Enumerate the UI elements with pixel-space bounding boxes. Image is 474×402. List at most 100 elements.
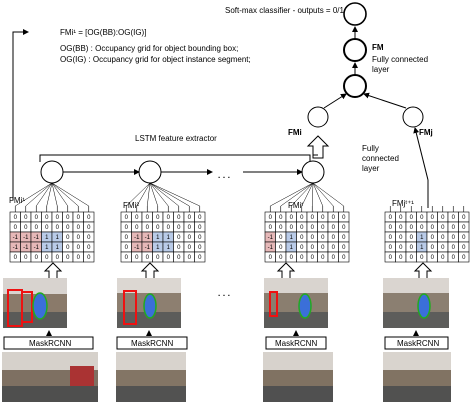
grid-cell-value: 0 bbox=[399, 215, 403, 221]
grid-cell-value: 0 bbox=[431, 235, 435, 241]
grid-cell-value: 0 bbox=[389, 245, 393, 251]
grid-cell-value: 0 bbox=[188, 245, 192, 251]
formula-text: FMi¹ = [OG(BB):OG(IG)] bbox=[60, 28, 146, 37]
grid-cell-value: 0 bbox=[77, 225, 81, 231]
grid-cell-value: 0 bbox=[198, 215, 202, 221]
fm-i-label: FMi bbox=[288, 128, 302, 137]
grid-cell-value: 0 bbox=[167, 215, 171, 221]
grid-cell-value: 0 bbox=[389, 235, 393, 241]
grid-cell-value: 0 bbox=[332, 245, 336, 251]
grid-cell-value: 0 bbox=[24, 225, 28, 231]
segmented-photo-2 bbox=[117, 278, 181, 328]
grid-cell-value: 0 bbox=[66, 215, 70, 221]
grid-cell-value: 0 bbox=[452, 235, 456, 241]
softmax-node bbox=[343, 2, 367, 26]
hollow-arrow-up bbox=[306, 135, 330, 159]
grid-cell bbox=[458, 251, 470, 263]
grid-to-node-edge bbox=[280, 182, 314, 207]
grid-cell-value: 0 bbox=[167, 255, 171, 261]
grid-cell-value: 0 bbox=[279, 225, 283, 231]
grid-cell-value: 0 bbox=[77, 245, 81, 251]
grid-cell-value: 0 bbox=[420, 225, 424, 231]
fc-right-label-2: connected bbox=[362, 154, 399, 163]
grid-cell-value: 0 bbox=[14, 215, 18, 221]
grid-cell-value: 0 bbox=[177, 225, 181, 231]
grid-cell-value: -1 bbox=[145, 245, 151, 251]
edge-fmi-fc bbox=[323, 93, 347, 109]
maskrcnn-label-3: MaskRCNN bbox=[275, 339, 317, 348]
grid-cell-value: 0 bbox=[441, 225, 445, 231]
grid-cell-value: 0 bbox=[441, 215, 445, 221]
maskrcnn-label-2: MaskRCNN bbox=[131, 339, 173, 348]
grid-cell-value: 0 bbox=[279, 215, 283, 221]
grid-cell-value: 0 bbox=[35, 255, 39, 261]
edge-right-fc-up bbox=[413, 127, 429, 181]
grid-to-node-edge bbox=[149, 182, 169, 207]
grid-cell-value: 0 bbox=[188, 215, 192, 221]
grid-cell-value: 0 bbox=[269, 225, 273, 231]
grid-cell-value: 0 bbox=[420, 215, 424, 221]
grid-cell-value: 0 bbox=[156, 255, 160, 261]
grid-cell-value: 0 bbox=[431, 255, 435, 261]
grid-cell-value: 0 bbox=[441, 235, 445, 241]
maskrcnn-label-4: MaskRCNN bbox=[397, 339, 439, 348]
grid-cell-value: 0 bbox=[332, 255, 336, 261]
grid-cell-value: 0 bbox=[300, 235, 304, 241]
grid-cell-value: 0 bbox=[431, 215, 435, 221]
grid-cell-value: 0 bbox=[146, 225, 150, 231]
edge-fmj-fc bbox=[363, 92, 407, 109]
grid-cell-value: -1 bbox=[134, 235, 140, 241]
grid-cell-value: 0 bbox=[342, 255, 346, 261]
grid-cell-value: 0 bbox=[342, 245, 346, 251]
grid-cell-value: 0 bbox=[311, 225, 315, 231]
grid-cell-value: 1 bbox=[56, 245, 60, 251]
grid-cell-value: 0 bbox=[441, 255, 445, 261]
grid-cell-value: 0 bbox=[410, 255, 414, 261]
grid-cell-value: 0 bbox=[321, 235, 325, 241]
grid-cell bbox=[194, 251, 206, 263]
grid-to-node-edge bbox=[291, 182, 314, 207]
grid-to-node-edge bbox=[51, 182, 89, 207]
og-ig-text: OG(IG) : Occupancy grid for object insta… bbox=[60, 55, 251, 64]
grid-cell-value: 0 bbox=[311, 215, 315, 221]
grid-to-node-edge bbox=[15, 182, 53, 207]
grid-cell-value: -1 bbox=[34, 235, 40, 241]
grid-cell-value: 0 bbox=[420, 255, 424, 261]
grid-cell-value: 0 bbox=[462, 225, 466, 231]
grid-cell-value: 0 bbox=[87, 245, 91, 251]
grid-cell-value: 0 bbox=[452, 215, 456, 221]
grid-cell-value: 1 bbox=[56, 235, 60, 241]
grid-cell-value: 0 bbox=[342, 225, 346, 231]
grid-cell-value: 0 bbox=[399, 235, 403, 241]
segmented-photo-3 bbox=[264, 278, 328, 328]
grid-cell-value: 0 bbox=[462, 245, 466, 251]
grid-to-node-edge bbox=[149, 182, 179, 207]
grid-cell-value: 0 bbox=[389, 225, 393, 231]
grid-cell-value: 0 bbox=[431, 245, 435, 251]
grid-cell-value: 0 bbox=[87, 225, 91, 231]
grid-cell-value: 0 bbox=[452, 255, 456, 261]
grid-cell-value: 0 bbox=[462, 235, 466, 241]
grid-cell-value: 0 bbox=[156, 225, 160, 231]
grid-cell-value: 0 bbox=[56, 225, 60, 231]
col-label-2: FMi² bbox=[123, 201, 139, 210]
grid-cell-value: 0 bbox=[125, 225, 129, 231]
grid-cell-value: 0 bbox=[452, 245, 456, 251]
grid-cell-value: 0 bbox=[188, 225, 192, 231]
grid-cell-value: 0 bbox=[125, 235, 129, 241]
grid-cell-value: 0 bbox=[399, 245, 403, 251]
grid-cell-value: 0 bbox=[441, 245, 445, 251]
grid-cell-value: 1 bbox=[45, 245, 49, 251]
grid-to-node-edge bbox=[136, 182, 151, 207]
grid-cell-value: 0 bbox=[24, 255, 28, 261]
fc-top-label-1: Fully connected bbox=[372, 55, 428, 64]
fc-top-node bbox=[343, 74, 367, 98]
col-label-4: FMjᵗ⁺¹ bbox=[392, 199, 414, 208]
fc-right-label-3: layer bbox=[362, 164, 380, 173]
fc-top-label-2: layer bbox=[372, 65, 390, 74]
grid-cell-value: 0 bbox=[198, 255, 202, 261]
grid-cell-value: 0 bbox=[300, 215, 304, 221]
grid-cell-value: 0 bbox=[177, 215, 181, 221]
grid-to-node-edge bbox=[51, 182, 68, 207]
grid-cell-value: 0 bbox=[66, 235, 70, 241]
